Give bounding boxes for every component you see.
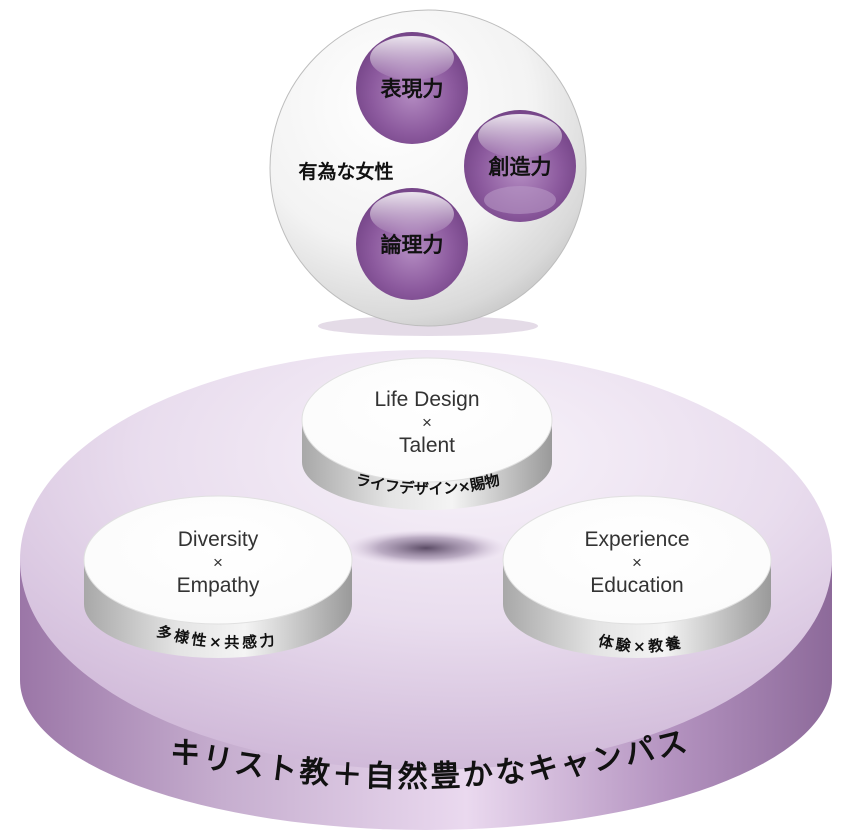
ball-highlight (370, 192, 454, 236)
disc-line1: Diversity (178, 528, 259, 551)
ball-expression: 表現力 (356, 32, 468, 144)
disc-diversity: Diversity × Empathy 多様性×共感力 (83, 495, 353, 658)
disc-life-design: Life Design × Talent ライフデザイン×賜物 (301, 357, 553, 510)
ball-highlight (478, 114, 562, 158)
disc-experience: Experience × Education 体験×教養 (502, 495, 772, 658)
disc-top (301, 357, 553, 483)
sphere-body (269, 9, 587, 327)
sphere-center-label: 有為な女性 (298, 160, 393, 183)
ball-reflection (484, 186, 556, 214)
disc-line3: Education (590, 574, 683, 597)
disc-top (502, 495, 772, 625)
disc-line3: Talent (399, 434, 455, 457)
platform-center-shadow (346, 530, 506, 566)
disc-top (83, 495, 353, 625)
disc-line1: Life Design (374, 388, 479, 411)
ball-highlight (370, 36, 454, 80)
top-sphere: 有為な女性 表現力 創造力 論理力 (269, 9, 587, 336)
ball-label: 創造力 (489, 155, 552, 179)
disc-line2: × (422, 413, 432, 432)
disc-line2: × (213, 553, 223, 572)
ball-logic: 論理力 (356, 188, 468, 300)
ball-creativity: 創造力 (464, 110, 576, 222)
disc-line3: Empathy (177, 574, 260, 597)
ball-label: 表現力 (381, 77, 444, 101)
disc-line1: Experience (584, 528, 689, 551)
disc-line2: × (632, 553, 642, 572)
ball-label: 論理力 (381, 233, 444, 257)
